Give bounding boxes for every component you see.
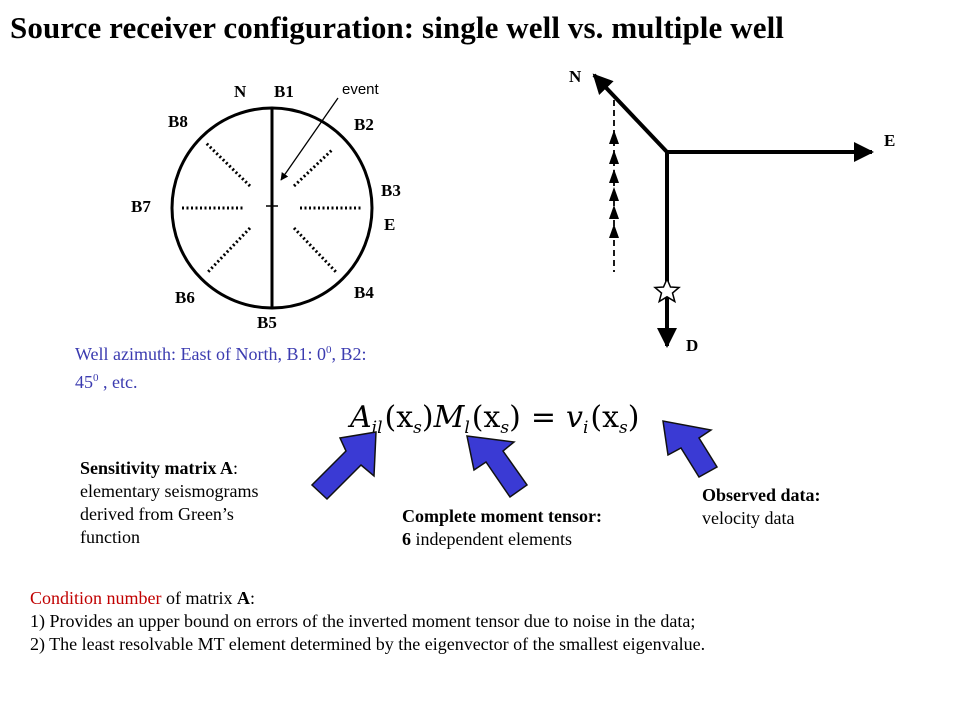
well-label-b4: B4 <box>354 283 374 302</box>
pointer-arrows <box>310 420 719 501</box>
receiver-marker <box>609 130 619 144</box>
receiver-marker <box>609 224 619 238</box>
well-ray-b2 <box>292 148 334 188</box>
geometry-north-label: N <box>569 67 582 86</box>
page-title: Source receiver configuration: single we… <box>10 10 785 45</box>
geometry-down-label: D <box>686 336 698 355</box>
receiver-marker <box>609 205 619 219</box>
well-label-b7: B7 <box>131 197 151 216</box>
plan-north-label: N <box>234 82 247 101</box>
well-label-b2: B2 <box>354 115 374 134</box>
well-label-b1: B1 <box>274 82 294 101</box>
event-label: event <box>342 81 380 98</box>
source-star-icon <box>653 277 681 304</box>
receiver-marker <box>609 169 619 183</box>
well-geometry-view: N E D <box>569 67 895 355</box>
condition-number-notes: Condition number of matrix A: 1) Provide… <box>30 588 706 654</box>
well-label-b5: B5 <box>257 313 277 332</box>
arrow-to-sensitivity <box>310 431 377 501</box>
dotted-well-rays <box>182 141 362 274</box>
event-arrow <box>280 97 339 181</box>
well-ray-b6 <box>206 226 252 274</box>
observed-data-description: Observed data: velocity data <box>702 485 821 528</box>
well-label-b8: B8 <box>168 112 188 131</box>
well-label-b6: B6 <box>175 288 195 307</box>
condition-item-1: 1) Provides an upper bound on errors of … <box>30 611 696 631</box>
receiver-marker <box>609 150 619 164</box>
well-plan-view: N B1 event B2 B3 E B4 B5 B6 B7 B8 <box>131 81 401 332</box>
equation: Ail(xs)Ml(xs)=vi(xs) <box>347 400 639 438</box>
equation-text: Ail(xs)Ml(xs)=vi(xs) <box>347 400 639 438</box>
north-axis <box>592 73 669 154</box>
sensitivity-description: Sensitivity matrix A: elementary seismog… <box>80 458 259 547</box>
receiver-marker <box>609 187 619 201</box>
well-label-b3: B3 <box>381 181 401 200</box>
arrow-to-moment-tensor <box>466 435 529 499</box>
arrow-to-observed-data <box>662 420 719 479</box>
condition-item-2: 2) The least resolvable MT element deter… <box>30 634 706 654</box>
geometry-east-label: E <box>884 131 895 150</box>
receiver-markers <box>609 130 619 238</box>
azimuth-note: Well azimuth: East of North, B1: 00, B2:… <box>75 344 367 392</box>
well-ray-b8 <box>204 141 252 188</box>
well-ray-b4 <box>292 226 338 274</box>
moment-tensor-description: Complete moment tensor: 6 independent el… <box>402 506 602 549</box>
plan-east-label: E <box>384 215 395 234</box>
